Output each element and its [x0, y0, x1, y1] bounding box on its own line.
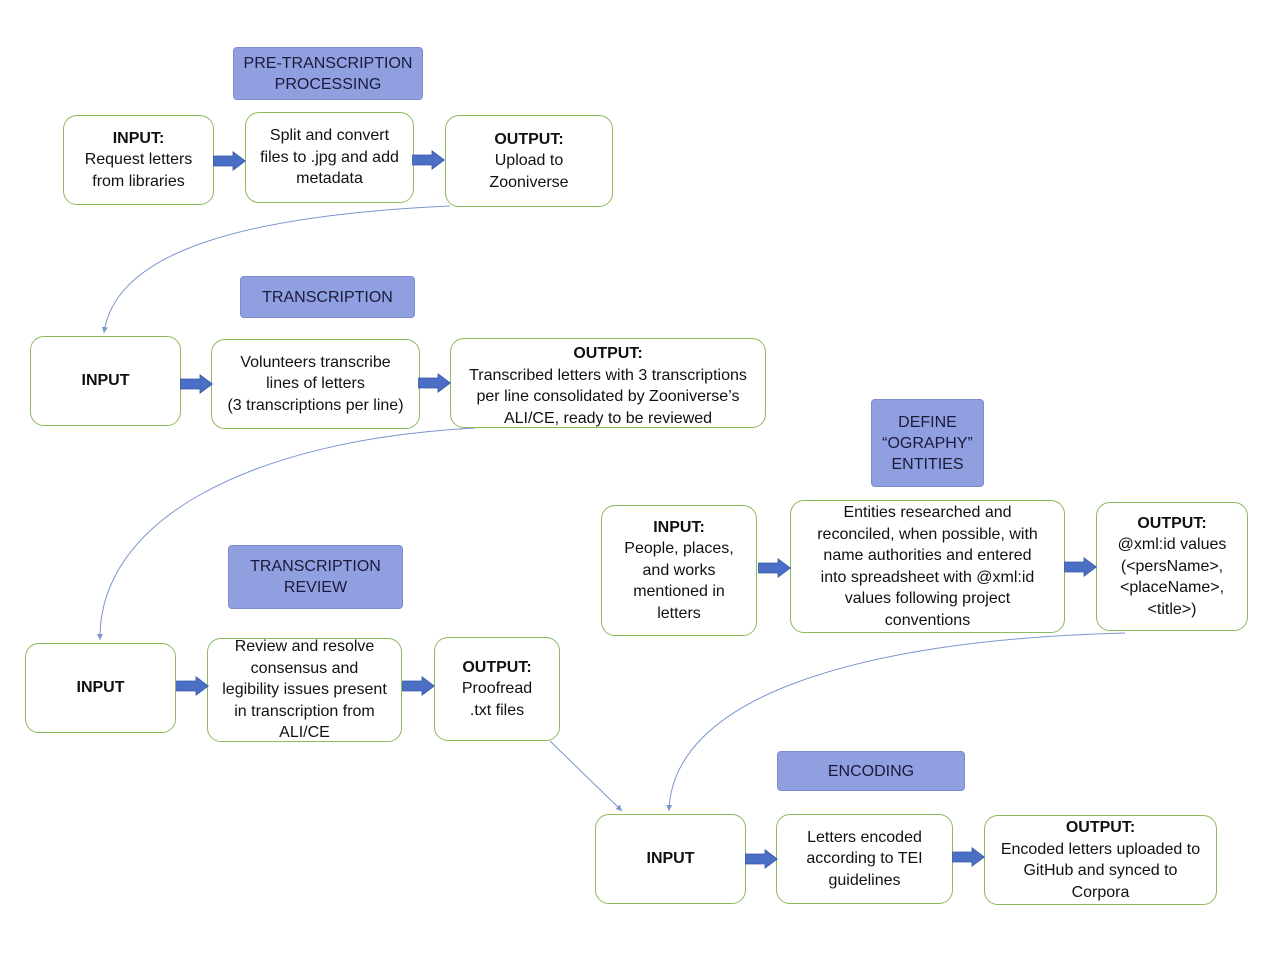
right-arrow-icon — [213, 151, 246, 171]
box-heading: INPUT — [646, 850, 695, 868]
entities-output-box: OUTPUT: @xml:id values (<persName>, <pla… — [1096, 502, 1248, 631]
review-process-box: Review and resolve consensus and legibil… — [207, 638, 402, 742]
section-label-transcription: TRANSCRIPTION — [240, 276, 415, 318]
pre-transcription-input-box: INPUT: Request letters from libraries — [63, 115, 214, 205]
box-text: Upload to Zooniverse — [489, 152, 569, 191]
right-arrow-icon — [418, 373, 451, 393]
box-text: Transcribed letters with 3 transcription… — [469, 366, 747, 427]
box-text: Letters encoded according to TEI guideli… — [806, 828, 923, 889]
entities-process-box: Entities researched and reconciled, when… — [790, 500, 1065, 633]
transcription-input-box: INPUT — [30, 336, 181, 426]
box-heading: INPUT — [76, 679, 125, 697]
box-text: Proofread .txt files — [461, 680, 533, 719]
box-text: Volunteers transcribe lines of letters (… — [227, 353, 404, 414]
encoding-output-box: OUTPUT: Encoded letters uploaded to GitH… — [984, 815, 1217, 905]
box-heading: OUTPUT: — [1137, 514, 1207, 532]
box-text: Encoded letters uploaded to GitHub and s… — [1000, 840, 1201, 901]
review-input-box: INPUT — [25, 643, 176, 733]
box-text: @xml:id values (<persName>, <placeName>,… — [1117, 536, 1227, 618]
box-text: Request letters from libraries — [84, 151, 193, 190]
box-text: Split and convert files to .jpg and add … — [260, 127, 399, 188]
connector-entities-to-encoding — [666, 632, 1126, 812]
right-arrow-icon — [412, 150, 445, 170]
connector-transcription-to-review — [96, 427, 476, 641]
connector-review-to-encoding — [549, 740, 623, 812]
box-heading: INPUT: — [112, 129, 165, 147]
right-arrow-icon — [758, 558, 791, 578]
section-label-encoding: ENCODING — [777, 751, 965, 791]
pre-transcription-output-box: OUTPUT: Upload to Zooniverse — [445, 115, 613, 207]
right-arrow-icon — [180, 374, 213, 394]
box-heading: INPUT — [81, 372, 130, 390]
box-heading: OUTPUT: — [1065, 819, 1136, 836]
box-heading: INPUT: — [653, 518, 705, 536]
box-text: Review and resolve consensus and legibil… — [222, 638, 387, 742]
transcription-process-box: Volunteers transcribe lines of letters (… — [211, 339, 420, 429]
right-arrow-icon — [745, 849, 778, 869]
encoding-process-box: Letters encoded according to TEI guideli… — [776, 814, 953, 904]
right-arrow-icon — [1064, 557, 1097, 577]
right-arrow-icon — [176, 676, 209, 696]
box-heading: OUTPUT: — [494, 130, 564, 148]
right-arrow-icon — [402, 676, 435, 696]
box-text: People, places, and works mentioned in l… — [624, 540, 734, 622]
right-arrow-icon — [952, 847, 985, 867]
section-label-define-entities: DEFINE “OGRAPHY” ENTITIES — [871, 399, 984, 487]
transcription-output-box: OUTPUT: Transcribed letters with 3 trans… — [450, 338, 766, 428]
box-heading: OUTPUT: — [573, 345, 643, 362]
section-label-pre-transcription: PRE-TRANSCRIPTION PROCESSING — [233, 47, 423, 100]
box-heading: OUTPUT: — [462, 658, 532, 676]
entities-input-box: INPUT: People, places, and works mention… — [601, 505, 757, 636]
pre-transcription-process-box: Split and convert files to .jpg and add … — [245, 112, 414, 203]
box-text: Entities researched and reconciled, when… — [817, 504, 1038, 629]
encoding-input-box: INPUT — [595, 814, 746, 904]
connector-pre-to-transcription — [101, 205, 451, 334]
section-label-transcription-review: TRANSCRIPTION REVIEW — [228, 545, 403, 609]
review-output-box: OUTPUT: Proofread .txt files — [434, 637, 560, 741]
